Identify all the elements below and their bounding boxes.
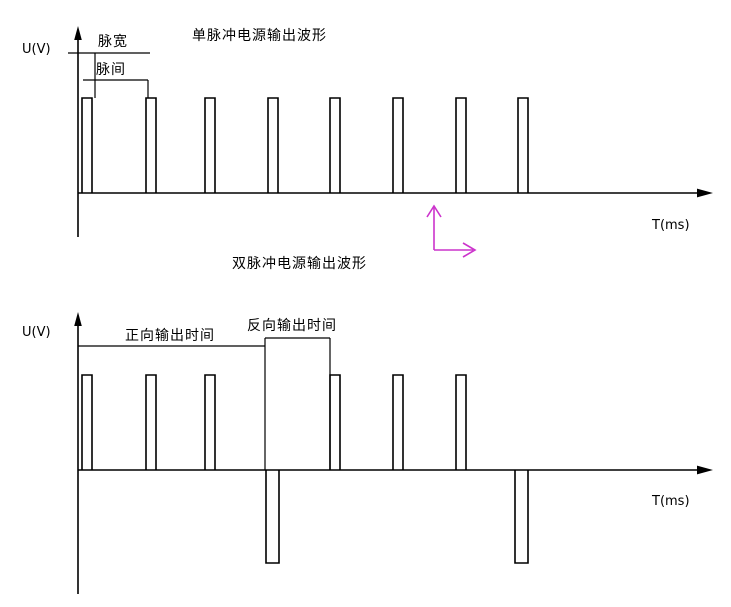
chart-title-double: 双脉冲电源输出波形 — [232, 256, 367, 272]
y-axis-label-double: U(V) — [22, 325, 51, 340]
dimension-label-pulse-interval: 脉间 — [96, 62, 126, 78]
magenta-corner-arrows — [426, 204, 477, 258]
x-axis-double — [78, 465, 713, 475]
waveform-trace-single — [81, 97, 529, 193]
x-axis-label-double: T(ms) — [651, 494, 690, 509]
dimension-label-reverse-output-time: 反向输出时间 — [247, 318, 337, 334]
dimension-label-forward-output-time: 正向输出时间 — [125, 328, 215, 344]
dimension-pulse-width — [68, 52, 150, 98]
dimension-reverse-output-time — [264, 337, 331, 470]
y-axis-label-single: U(V) — [22, 42, 51, 57]
chart-double-pulse: U(V) T(ms) 正向输出时间 反向输出时间 — [22, 312, 713, 594]
chart-title-single: 单脉冲电源输出波形 — [192, 28, 327, 44]
y-axis-single — [74, 26, 82, 237]
y-axis-double — [74, 312, 82, 594]
x-axis-label-single: T(ms) — [651, 218, 690, 233]
x-axis-single — [78, 188, 713, 198]
waveform-trace-double — [81, 374, 529, 564]
dimension-label-pulse-width: 脉宽 — [98, 33, 128, 50]
dimension-pulse-interval — [83, 79, 149, 98]
chart-single-pulse: U(V) T(ms) 单脉冲电源输出波形 脉宽 脉间 — [22, 26, 713, 237]
